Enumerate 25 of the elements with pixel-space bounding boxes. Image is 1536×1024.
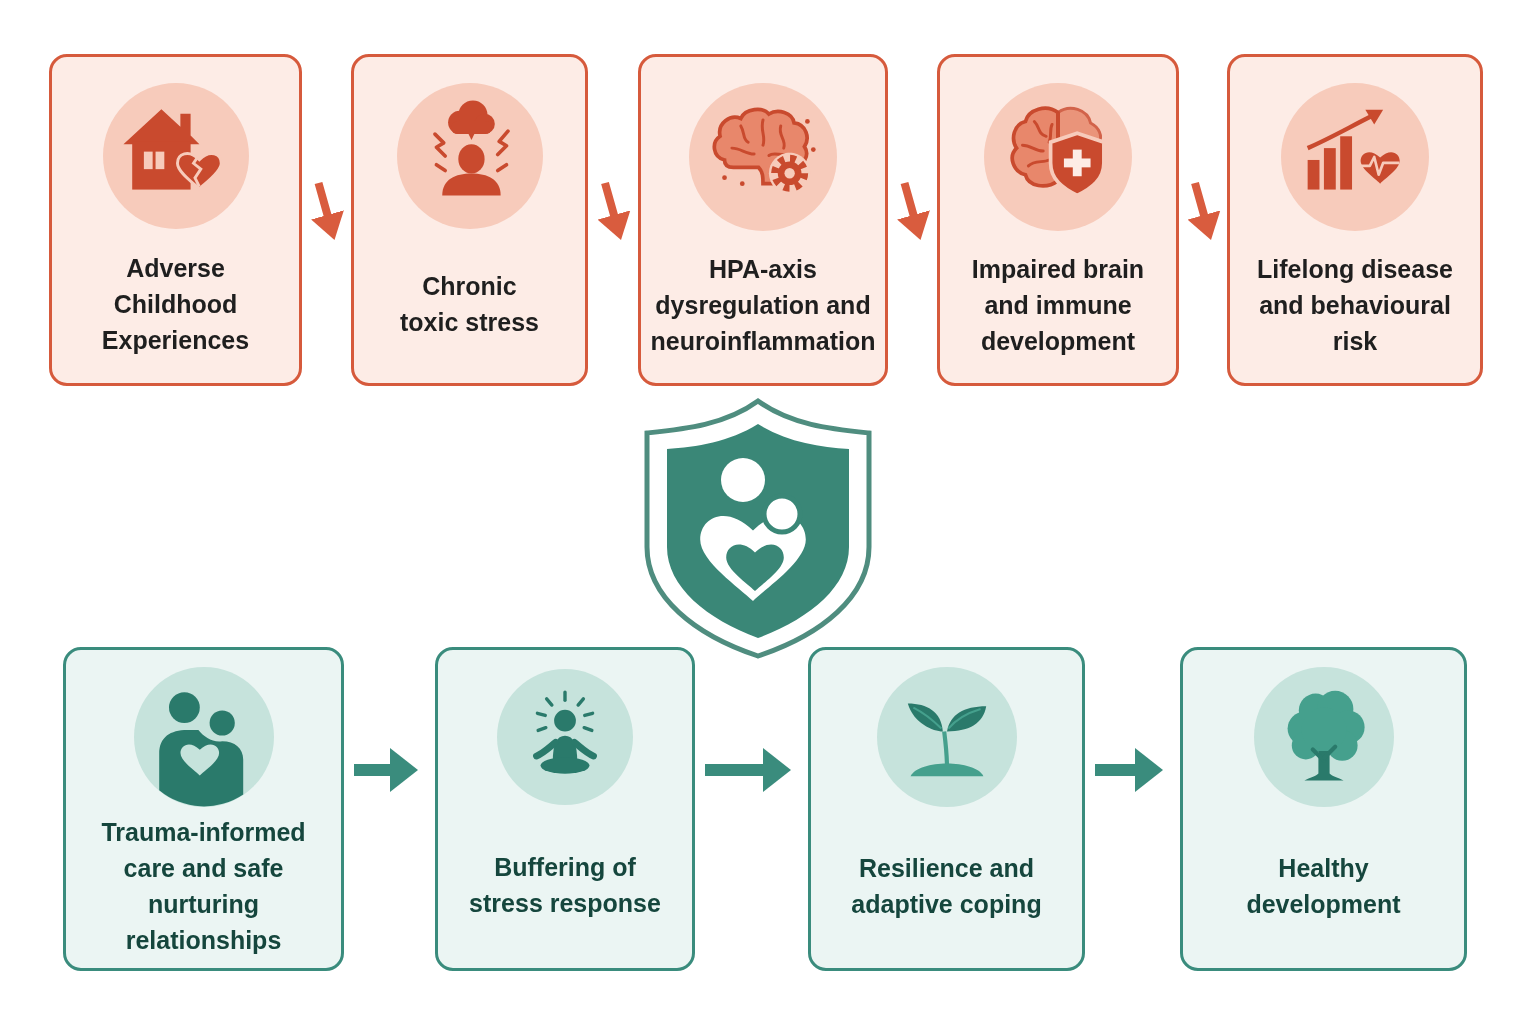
arrow [311, 181, 344, 242]
step-label: Chronic toxic stress [399, 271, 540, 338]
step-label: Adverse Childhood Experiences [100, 253, 251, 356]
step-label: HPA-axis dysregulation and neuroinflammation [649, 254, 877, 357]
process-box [638, 54, 888, 386]
arrow [1095, 748, 1163, 792]
step-label: Impaired brain and immune development [970, 254, 1146, 357]
process-box [435, 647, 695, 971]
step-label: Buffering of stress response [468, 851, 662, 919]
process-box [808, 647, 1085, 971]
process-box [1180, 647, 1467, 971]
step-label: Resilience and adaptive coping [850, 852, 1043, 920]
process-box [1227, 54, 1483, 386]
step-label: Lifelong disease and behavioural risk [1256, 254, 1454, 357]
arrow [1187, 181, 1221, 242]
arrow [354, 748, 418, 792]
step-label: Trauma-informed care and safe nurturing relationships [100, 816, 307, 956]
arrow [705, 748, 791, 792]
process-box [63, 647, 344, 971]
process-box [937, 54, 1179, 386]
arrow [597, 181, 631, 242]
process-box [49, 54, 302, 386]
arrow [897, 181, 930, 242]
step-label: Healthy development [1245, 852, 1402, 920]
process-box [351, 54, 588, 386]
